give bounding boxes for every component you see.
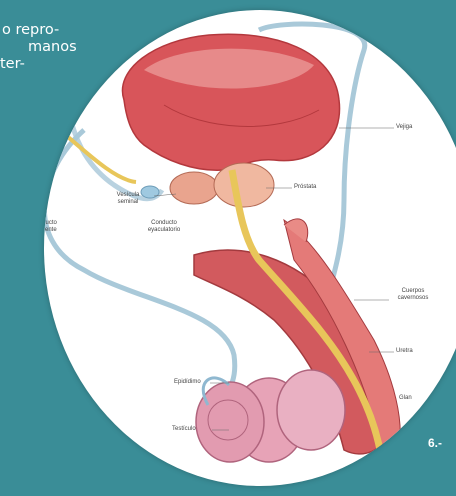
label-vejiga: Vejiga	[396, 124, 412, 131]
label-cuerpos-cavernosos: Cuerpos cavernosos	[388, 288, 438, 302]
anatomy-figure: Vejiga Próstata Vesícula seminal Conduct…	[44, 10, 456, 486]
label-prostata: Próstata	[294, 184, 316, 191]
testiculo-back	[277, 370, 345, 450]
page-number: 6.-	[428, 436, 442, 450]
label-vesicula: Vesícula seminal	[106, 192, 150, 206]
anatomy-illustration	[44, 10, 456, 486]
label-testiculo: Testículo	[172, 426, 196, 433]
label-uretra: Uretra	[396, 348, 413, 355]
label-glande: Glan	[399, 395, 412, 402]
label-conducto-eyaculatorio: Conducto eyaculatorio	[139, 220, 189, 234]
label-conducto-deferente: Conducto deferente	[44, 220, 66, 234]
vesicula-organ	[170, 172, 218, 204]
label-epididimo: Epidídimo	[174, 379, 201, 386]
testiculo-left	[196, 382, 264, 462]
prostata-organ	[214, 163, 274, 207]
